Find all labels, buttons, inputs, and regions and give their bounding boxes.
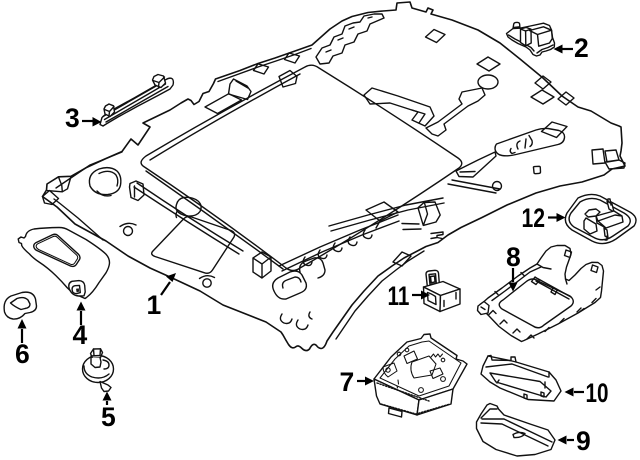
svg-text:6: 6 [15, 339, 30, 369]
svg-text:5: 5 [101, 402, 116, 432]
svg-text:9: 9 [576, 426, 591, 456]
svg-text:2: 2 [574, 33, 589, 63]
svg-text:11: 11 [388, 282, 410, 312]
svg-text:12: 12 [522, 204, 546, 234]
svg-text:1: 1 [147, 290, 162, 320]
svg-text:10: 10 [586, 379, 609, 409]
svg-text:4: 4 [73, 320, 88, 350]
svg-text:3: 3 [65, 103, 80, 133]
svg-text:8: 8 [506, 242, 521, 272]
svg-text:7: 7 [340, 367, 355, 397]
